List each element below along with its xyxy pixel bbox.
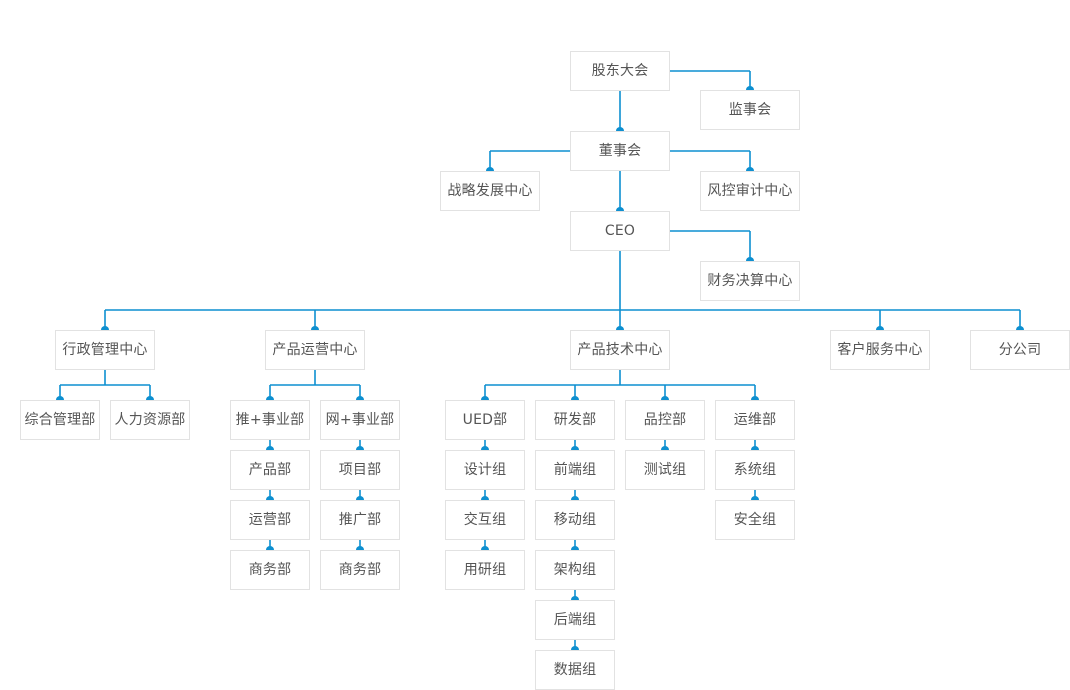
org-node[interactable]: 项目部 — [320, 450, 400, 490]
org-node-label: 推广部 — [338, 512, 382, 528]
org-node-label: 前端组 — [553, 462, 597, 478]
org-node[interactable]: 分公司 — [970, 330, 1070, 370]
org-node-label: 风控审计中心 — [707, 183, 793, 199]
org-node[interactable]: 推广部 — [320, 500, 400, 540]
org-node-label: 财务决算中心 — [707, 273, 793, 289]
org-node-label: CEO — [604, 223, 636, 239]
org-node-label: 移动组 — [553, 512, 597, 528]
org-node[interactable]: 前端组 — [535, 450, 615, 490]
org-node[interactable]: 设计组 — [445, 450, 525, 490]
org-node[interactable]: 系统组 — [715, 450, 795, 490]
org-node[interactable]: 产品运营中心 — [265, 330, 365, 370]
org-node-label: 行政管理中心 — [62, 342, 148, 358]
org-node[interactable]: 产品技术中心 — [570, 330, 670, 370]
org-node-label: 交互组 — [463, 512, 507, 528]
org-node[interactable]: 商务部 — [320, 550, 400, 590]
org-node-label: 系统组 — [733, 462, 777, 478]
org-node[interactable]: 用研组 — [445, 550, 525, 590]
org-node-label: 项目部 — [338, 462, 382, 478]
org-node[interactable]: 移动组 — [535, 500, 615, 540]
org-node[interactable]: 测试组 — [625, 450, 705, 490]
org-node-label: 董事会 — [598, 143, 642, 159]
org-node-label: 产品部 — [248, 462, 292, 478]
org-node[interactable]: 监事会 — [700, 90, 800, 130]
org-node-label: 人力资源部 — [114, 412, 186, 428]
org-node[interactable]: 架构组 — [535, 550, 615, 590]
org-node-label: 研发部 — [553, 412, 597, 428]
org-node-label: 商务部 — [338, 562, 382, 578]
org-node[interactable]: 后端组 — [535, 600, 615, 640]
org-node[interactable]: UED部 — [445, 400, 525, 440]
org-node[interactable]: 数据组 — [535, 650, 615, 690]
org-node-label: 品控部 — [643, 412, 687, 428]
org-node[interactable]: 研发部 — [535, 400, 615, 440]
org-node-label: 运营部 — [248, 512, 292, 528]
org-node[interactable]: 产品部 — [230, 450, 310, 490]
org-node-label: 数据组 — [553, 662, 597, 678]
org-node-label: 产品运营中心 — [272, 342, 358, 358]
org-node[interactable]: 综合管理部 — [20, 400, 100, 440]
org-node-label: 用研组 — [463, 562, 507, 578]
org-node-label: 运维部 — [733, 412, 777, 428]
org-node[interactable]: 客户服务中心 — [830, 330, 930, 370]
org-node[interactable]: 品控部 — [625, 400, 705, 440]
org-node-label: 客户服务中心 — [837, 342, 923, 358]
org-node-label: 网+事业部 — [325, 412, 395, 428]
org-node-label: 产品技术中心 — [577, 342, 663, 358]
org-node[interactable]: 推+事业部 — [230, 400, 310, 440]
org-node[interactable]: 财务决算中心 — [700, 261, 800, 301]
org-node[interactable]: 安全组 — [715, 500, 795, 540]
org-node[interactable]: 董事会 — [570, 131, 670, 171]
org-node-label: 安全组 — [733, 512, 777, 528]
org-node[interactable]: 战略发展中心 — [440, 171, 540, 211]
org-node[interactable]: 风控审计中心 — [700, 171, 800, 211]
org-node[interactable]: 商务部 — [230, 550, 310, 590]
org-node-label: 后端组 — [553, 612, 597, 628]
org-node[interactable]: CEO — [570, 211, 670, 251]
org-node-label: 分公司 — [998, 342, 1042, 358]
org-node[interactable]: 行政管理中心 — [55, 330, 155, 370]
org-node-label: 测试组 — [643, 462, 687, 478]
org-node-label: 设计组 — [463, 462, 507, 478]
org-node-label: 监事会 — [728, 102, 772, 118]
org-node[interactable]: 人力资源部 — [110, 400, 190, 440]
org-node-label: 商务部 — [248, 562, 292, 578]
org-node[interactable]: 交互组 — [445, 500, 525, 540]
org-node[interactable]: 运营部 — [230, 500, 310, 540]
org-node[interactable]: 运维部 — [715, 400, 795, 440]
org-node[interactable]: 股东大会 — [570, 51, 670, 91]
org-node-label: 综合管理部 — [24, 412, 96, 428]
org-node[interactable]: 网+事业部 — [320, 400, 400, 440]
org-node-label: 推+事业部 — [235, 412, 305, 428]
org-node-label: UED部 — [462, 412, 508, 428]
org-node-label: 股东大会 — [591, 63, 649, 79]
org-node-label: 战略发展中心 — [447, 183, 533, 199]
org-node-label: 架构组 — [553, 562, 597, 578]
